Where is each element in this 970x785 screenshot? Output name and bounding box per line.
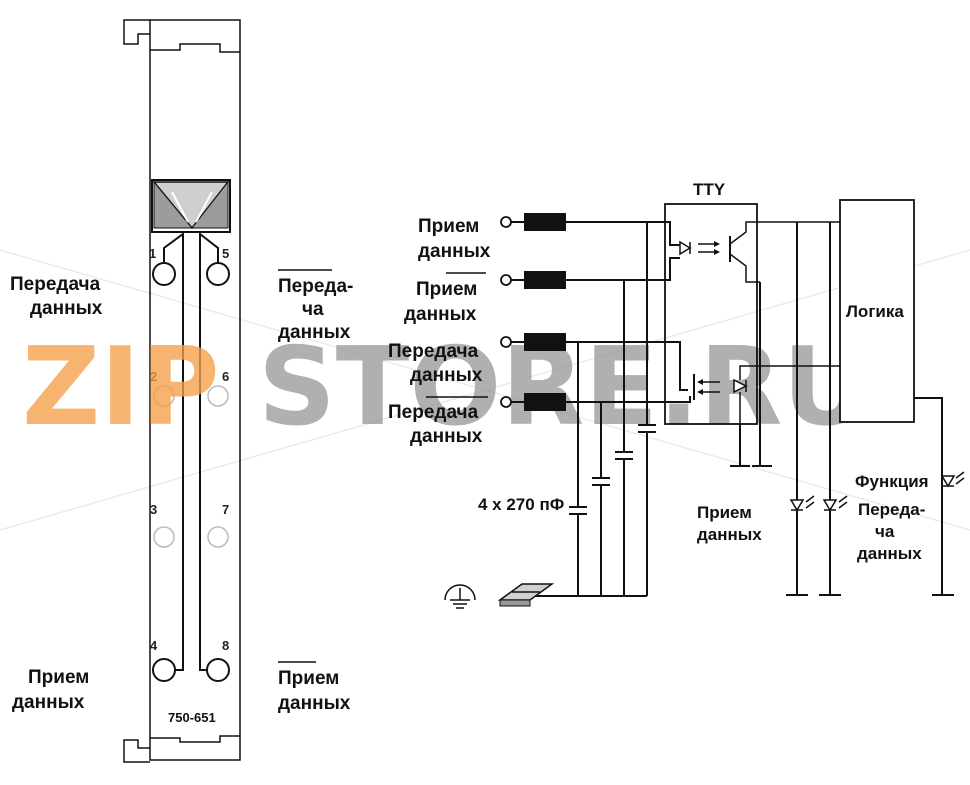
input-terminal bbox=[500, 396, 512, 408]
label-transmit-right: Переда- bbox=[278, 276, 353, 297]
input-label-2: Прием bbox=[416, 279, 477, 300]
ferrite-choke bbox=[524, 213, 566, 231]
ferrite-choke bbox=[524, 333, 566, 351]
led-transmit bbox=[822, 495, 848, 512]
module-labels: Передача данных Переда- ча данных Прием … bbox=[10, 269, 353, 714]
input-label-1: Прием bbox=[418, 216, 479, 237]
led-receive-label: Прием bbox=[697, 503, 752, 522]
background-diagonals bbox=[0, 249, 970, 531]
module-housing: 1 5 2 6 3 7 4 8 750-651 bbox=[123, 19, 241, 763]
led-receive-label: данных bbox=[697, 525, 762, 544]
terminal-7 bbox=[207, 526, 229, 548]
terminal-5 bbox=[206, 262, 230, 286]
label-receive-right: данных bbox=[278, 693, 351, 714]
watermark-part1: ZIP bbox=[22, 325, 220, 450]
label-receive-right: Прием bbox=[278, 668, 339, 689]
logic-label: Логика bbox=[846, 302, 904, 321]
terminal-3 bbox=[153, 526, 175, 548]
label-transmit-left: данных bbox=[30, 298, 103, 319]
terminal-2 bbox=[153, 385, 175, 407]
pin-label: 6 bbox=[222, 369, 229, 384]
optocoupler-receive bbox=[679, 221, 840, 283]
din-rail-icon bbox=[497, 583, 555, 607]
filter-capacitors bbox=[520, 222, 656, 597]
input-label-1: данных bbox=[418, 241, 491, 262]
tty-block bbox=[664, 203, 758, 425]
label-transmit-right: ча bbox=[302, 299, 324, 320]
led-function-label: Функция bbox=[855, 472, 929, 491]
input-label-2: данных bbox=[404, 304, 477, 325]
input-label-3: данных bbox=[410, 365, 483, 386]
optocoupler-transmit bbox=[693, 365, 840, 424]
led-transmit-label: Переда- bbox=[858, 500, 925, 519]
terminal-1 bbox=[152, 262, 176, 286]
ferrite-choke bbox=[524, 393, 566, 411]
input-terminal bbox=[500, 216, 512, 228]
pin-label: 7 bbox=[222, 502, 229, 517]
ferrite-choke bbox=[524, 271, 566, 289]
ground-icon bbox=[444, 584, 476, 609]
label-receive-left: данных bbox=[12, 692, 85, 713]
terminal-8 bbox=[206, 658, 230, 682]
input-label-4: данных bbox=[410, 426, 483, 447]
label-transmit-right: данных bbox=[278, 322, 351, 343]
pin-label: 2 bbox=[150, 369, 157, 384]
pin-label: 4 bbox=[150, 638, 158, 653]
pin-label: 5 bbox=[222, 246, 229, 261]
logic-block bbox=[839, 199, 915, 423]
pin-label: 3 bbox=[150, 502, 157, 517]
led-window bbox=[151, 179, 231, 233]
terminal-6 bbox=[207, 385, 229, 407]
terminal-4 bbox=[152, 658, 176, 682]
label-transmit-left: Передача bbox=[10, 274, 101, 295]
part-number: 750-651 bbox=[168, 710, 216, 725]
input-terminal bbox=[500, 274, 512, 286]
led-function bbox=[940, 471, 965, 488]
pin-label: 8 bbox=[222, 638, 229, 653]
pin-label: 1 bbox=[149, 246, 156, 261]
input-label-3: Передача bbox=[388, 341, 479, 362]
module-traces bbox=[163, 231, 219, 671]
schematic: Прием данных Прием данных Передача данны… bbox=[388, 180, 965, 609]
led-receive bbox=[789, 495, 815, 512]
capacitor-label: 4 x 270 пФ bbox=[478, 495, 564, 514]
led-transmit-label: данных bbox=[857, 544, 922, 563]
label-receive-left: Прием bbox=[28, 667, 89, 688]
led-transmit-label: ча bbox=[875, 522, 895, 541]
input-terminal bbox=[500, 336, 512, 348]
tty-label: TTY bbox=[693, 180, 726, 199]
input-label-4: Передача bbox=[388, 402, 479, 423]
